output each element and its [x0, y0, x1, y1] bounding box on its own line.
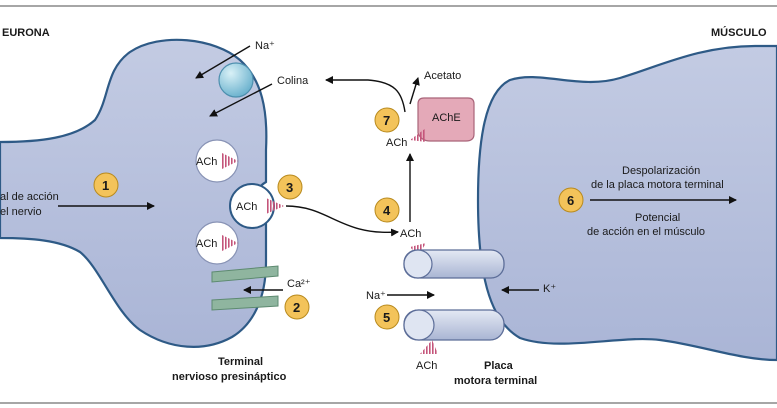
ache-label: AChE — [432, 112, 461, 124]
ca-channel-upper — [211, 265, 279, 283]
header-neuron: EURONA — [2, 27, 50, 39]
na-channel-label: Na⁺ — [366, 290, 386, 302]
vesicle-fusing-label: ACh — [236, 201, 257, 213]
muscle-ap-label-2: de acción en el músculo — [587, 226, 705, 238]
step-2-badge: 2 — [284, 294, 310, 320]
muscle-ap-label-1: Potencial — [635, 212, 680, 224]
depolarization-label-1: Despolarización — [622, 165, 700, 177]
action-potential-label-1: al de acción — [0, 191, 59, 203]
step-5-badge: 5 — [374, 304, 400, 330]
svg-text:2: 2 — [293, 300, 300, 315]
terminal-caption-1: Terminal — [218, 356, 263, 368]
ach-receptor-label: ACh — [400, 228, 421, 240]
colina-reuptake-arrow — [325, 76, 406, 113]
plate-caption-2: motora terminal — [454, 375, 537, 387]
svg-text:3: 3 — [286, 180, 293, 195]
receptor-channel-lower-cap — [403, 309, 435, 341]
plate-caption-1: Placa — [484, 360, 514, 372]
ach-triangle-release — [266, 198, 284, 214]
na-top-label: Na⁺ — [255, 40, 275, 52]
ach-triangle-lower — [222, 235, 238, 251]
terminal-caption-2: nervioso presináptico — [172, 371, 287, 383]
action-potential-label-2: el nervio — [0, 206, 42, 218]
svg-text:1: 1 — [102, 178, 109, 193]
vesicle-upper-label: ACh — [196, 156, 217, 168]
svg-text:6: 6 — [567, 193, 574, 208]
choline-transporter — [218, 62, 254, 98]
k-channel-label: K⁺ — [543, 283, 556, 295]
svg-text:5: 5 — [383, 310, 390, 325]
ca-ion-label: Ca²⁺ — [287, 278, 311, 290]
ach-triangle-hydrolysis — [410, 128, 426, 142]
step-3-badge: 3 — [277, 174, 303, 200]
step-1-badge: 1 — [93, 172, 119, 198]
header-muscle: MÚSCULO — [711, 26, 767, 39]
step-6-badge: 6 — [558, 187, 584, 213]
svg-text:7: 7 — [383, 113, 390, 128]
ach-diffusion-arrow — [285, 205, 399, 237]
ca-channel-lower — [211, 295, 279, 311]
step-7-badge: 7 — [374, 107, 400, 133]
ach-bottom-label: ACh — [416, 360, 437, 372]
acetato-arrow — [409, 77, 420, 105]
ach-triangle-bottom — [420, 340, 438, 354]
ach-hydrolysis-label: ACh — [386, 137, 407, 149]
step-4-badge: 4 — [374, 197, 400, 223]
muscle-fiber — [476, 44, 777, 362]
depolarization-label-2: de la placa motora terminal — [591, 179, 724, 191]
vesicle-lower-label: ACh — [196, 238, 217, 250]
svg-text:4: 4 — [383, 203, 391, 218]
receptor-channel-upper-cap — [403, 249, 433, 279]
colina-into-cell-arrow — [209, 83, 273, 117]
acetato-label: Acetato — [424, 70, 461, 82]
colina-label: Colina — [277, 75, 309, 87]
ach-triangle-upper — [222, 153, 238, 169]
na-top-arrow — [195, 45, 251, 79]
